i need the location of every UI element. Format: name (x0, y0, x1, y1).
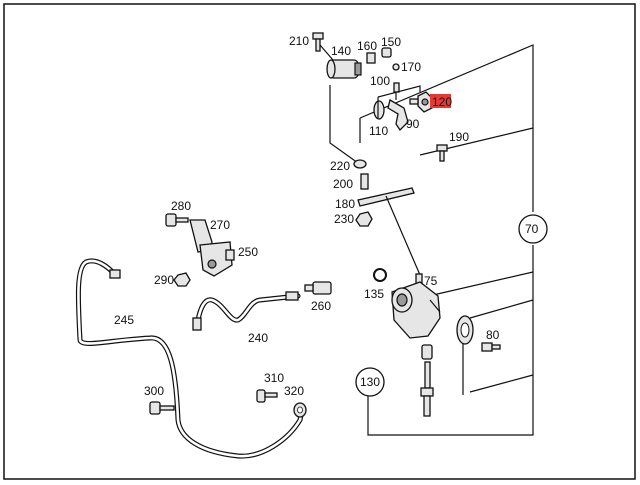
label-230: 230 (334, 212, 354, 226)
part-230-nut (355, 211, 373, 227)
part-240-line (192, 291, 301, 331)
label-180: 180 (335, 197, 355, 211)
part-280-bolt (165, 213, 189, 227)
group-100-lines (377, 85, 421, 118)
label-80: 80 (486, 328, 500, 342)
part-200-sleeve (360, 173, 369, 190)
label-310: 310 (264, 371, 284, 385)
top-group-lines (319, 44, 361, 164)
label-150: 150 (381, 35, 401, 49)
part-130-pushrod (420, 344, 434, 417)
label-70: 70 (525, 222, 539, 236)
callout-130 (355, 367, 385, 397)
label-250: 250 (238, 245, 258, 259)
label-90: 90 (406, 117, 420, 131)
label-110: 110 (369, 124, 388, 138)
part-120-nut (409, 91, 433, 113)
label-300: 300 (144, 384, 164, 398)
part-180-bracket (357, 187, 421, 276)
part-150-fitting (381, 47, 392, 58)
label-160: 160 (357, 39, 377, 53)
part-290-nut (173, 272, 191, 287)
part-clutch-slave-cylinder (391, 281, 441, 339)
part-250-mount (199, 241, 235, 277)
label-135: 135 (364, 287, 384, 301)
highlight-120 (430, 94, 451, 108)
label-240: 240 (248, 331, 268, 345)
label-260: 260 (311, 299, 331, 313)
label-280: 280 (171, 199, 191, 213)
label-75: 75 (424, 274, 438, 288)
part-300-bolt (149, 401, 175, 415)
label-220: 220 (330, 159, 350, 173)
label-170: 170 (401, 60, 421, 74)
label-245: 245 (114, 313, 134, 327)
part-190-bolt (436, 144, 448, 162)
part-90-lever (387, 99, 409, 132)
label-200: 200 (333, 177, 353, 191)
part-160-sleeve (366, 52, 376, 64)
part-170-ring (392, 63, 400, 71)
part-gasket (456, 315, 474, 345)
label-130: 130 (360, 375, 380, 389)
part-260-adapter (304, 281, 332, 295)
label-270: 270 (210, 218, 230, 232)
part-135-clamp (373, 268, 387, 282)
label-190: 190 (449, 130, 469, 144)
part-220-washer (353, 159, 367, 169)
part-245-line (75, 258, 305, 459)
part-80-bolt (481, 342, 501, 352)
part-320-washer (293, 402, 307, 418)
label-210: 210 (289, 34, 309, 48)
part-110-washer (373, 100, 385, 120)
part-210-bolt (312, 32, 324, 52)
callout-70 (518, 214, 548, 244)
label-140: 140 (331, 44, 351, 58)
part-140-solenoid (326, 59, 362, 79)
panel-outline (359, 44, 534, 436)
label-120: 120 (432, 95, 452, 109)
label-100: 100 (370, 74, 390, 88)
label-320: 320 (284, 384, 304, 398)
frame-border (3, 3, 636, 480)
part-310-bolt (256, 389, 278, 403)
label-290: 290 (154, 273, 174, 287)
